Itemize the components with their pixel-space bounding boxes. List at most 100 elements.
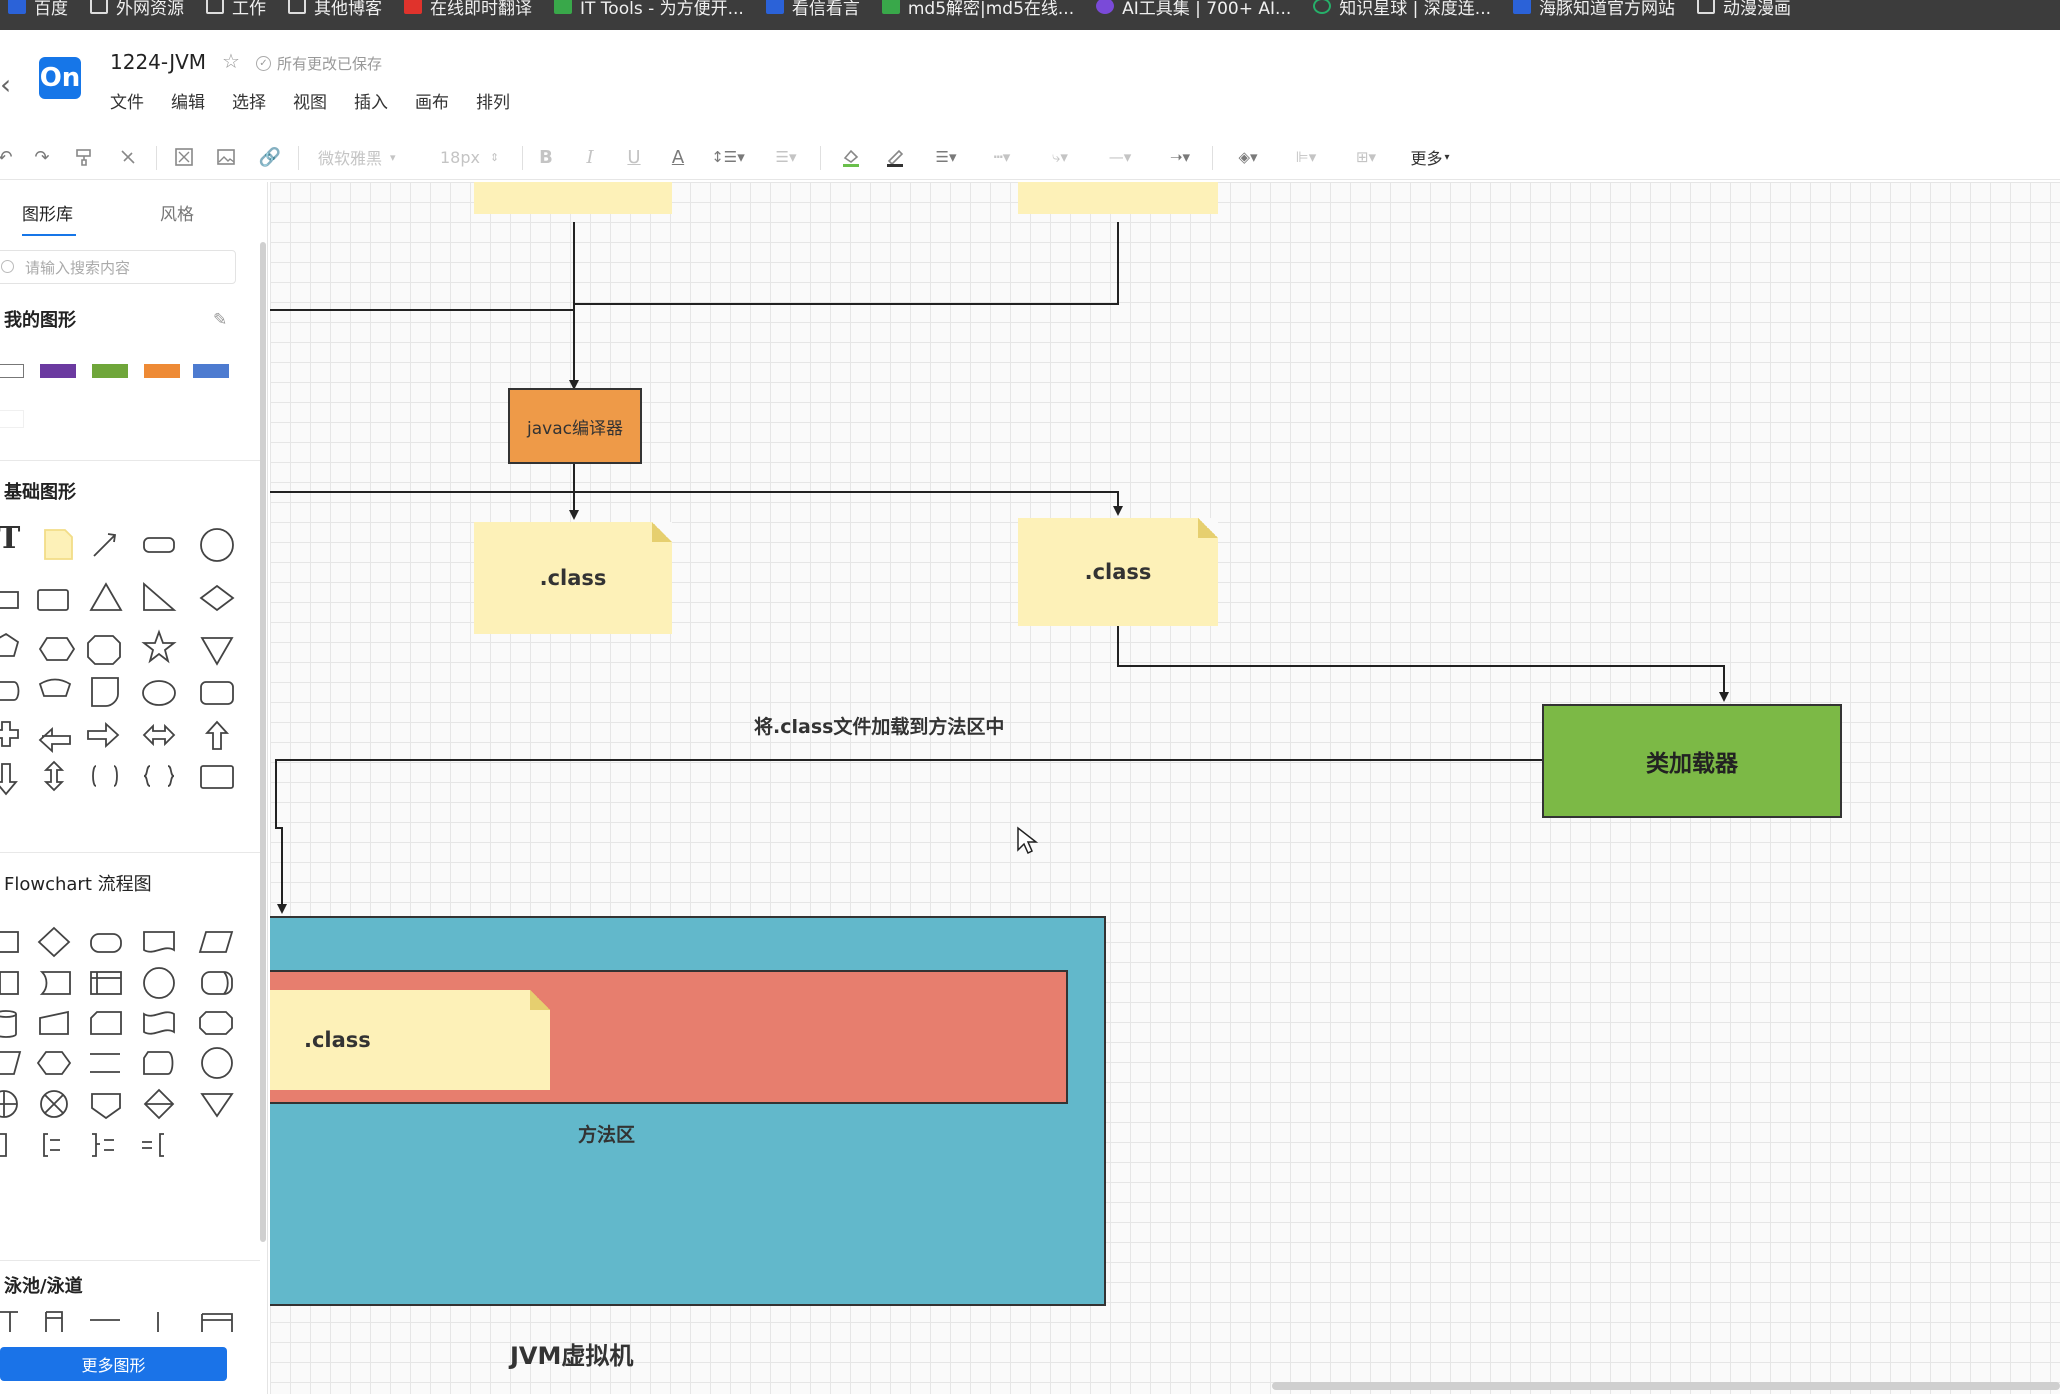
class-file-note-method-area[interactable]: .class <box>270 990 550 1090</box>
more-shapes-button[interactable]: 更多图形 <box>0 1347 227 1381</box>
layer-icon[interactable]: ◈▾ <box>1238 148 1258 166</box>
bookmark-item[interactable]: 海豚知道官方网站 <box>1513 0 1675 19</box>
redo-icon[interactable]: ↷ <box>34 146 50 168</box>
bookmark-item[interactable]: 动漫漫画 <box>1697 0 1791 19</box>
class-file-note-left[interactable]: .class <box>474 522 672 634</box>
undo-icon[interactable]: ↶ <box>0 146 13 168</box>
distribute-icon[interactable]: ⊞▾ <box>1355 148 1377 166</box>
menu-select[interactable]: 选择 <box>232 93 266 113</box>
connectors-layer <box>270 222 1729 914</box>
italic-icon[interactable]: I <box>586 146 594 168</box>
diagram-canvas[interactable]: javac编译器 .class .class 将.class文件加载到方法区中 … <box>270 182 2060 1394</box>
bookmark-item[interactable]: md5解密|md5在线... <box>881 0 1075 19</box>
connector-type-icon[interactable]: ⤷▾ <box>1052 148 1068 166</box>
swatch-purple[interactable] <box>40 364 76 378</box>
back-arrow-icon[interactable]: ‹ <box>0 68 12 101</box>
connector-line[interactable] <box>574 222 1119 305</box>
search-icon <box>1 260 14 273</box>
horizontal-scrollbar[interactable] <box>1272 1382 2060 1390</box>
connector-loader-to-jvm[interactable] <box>275 759 1542 914</box>
check-circle-icon: ✓ <box>256 56 271 71</box>
folder-icon <box>90 0 108 14</box>
swatch-green[interactable] <box>92 364 128 378</box>
basic-shapes-grid[interactable]: T <box>0 512 242 812</box>
connector-to-class-right[interactable] <box>270 491 1123 516</box>
align-shapes-icon[interactable]: ⊫▾ <box>1295 148 1317 166</box>
edit-icon[interactable]: ✎ <box>213 310 228 330</box>
page-fold-icon <box>530 990 550 1010</box>
font-color-icon[interactable]: A <box>671 146 685 168</box>
active-tab-indicator <box>22 234 76 236</box>
insert-shape-icon[interactable] <box>172 144 196 170</box>
load-description-text[interactable]: 将.class文件加载到方法区中 <box>754 716 1005 738</box>
toolbar-divider <box>1212 146 1213 170</box>
toolbar: ↶ ↷ 🔗 微软雅黑▾ 18px⇕ B I U A ↕☰▾ ☰▾ ☰▾ ┅▾ ⤷… <box>0 136 2060 180</box>
jvm-container[interactable]: .class 方法区 <box>270 916 1106 1306</box>
more-button[interactable]: 更多▾ <box>1402 144 1458 170</box>
font-family-select[interactable]: 微软雅黑▾ <box>318 144 418 170</box>
swatch-white[interactable] <box>0 364 24 378</box>
bookmark-icon <box>881 0 900 14</box>
note-top-right[interactable] <box>1018 182 1218 214</box>
bookmark-item[interactable]: AI工具集 | 700+ AI... <box>1096 0 1291 19</box>
javac-compiler-node[interactable]: javac编译器 <box>508 388 642 464</box>
swatch-blue[interactable] <box>193 364 229 378</box>
bookmark-item[interactable]: IT Tools - 为方便开... <box>554 0 744 19</box>
menu-arrange[interactable]: 排列 <box>476 93 510 113</box>
shape-search-input[interactable]: 请输入搜索内容 <box>0 250 236 284</box>
document-title[interactable]: 1224-JVM <box>110 50 207 74</box>
swatch-orange[interactable] <box>144 364 180 378</box>
menu-bar: 文件 编辑 选择 视图 插入 画布 排列 <box>110 88 537 113</box>
method-area-box[interactable]: .class <box>270 970 1068 1104</box>
svg-text:T: T <box>0 521 21 556</box>
line-height-icon[interactable]: ↕☰▾ <box>711 148 745 166</box>
line-width-icon[interactable]: ☰▾ <box>935 148 957 166</box>
bookmark-item[interactable]: 百度 <box>8 0 68 19</box>
more-label: 更多 <box>1410 149 1443 168</box>
format-painter-icon[interactable] <box>72 144 96 170</box>
bookmark-item[interactable]: 其他博客 <box>288 0 382 19</box>
jvm-label[interactable]: JVM虚拟机 <box>510 1342 634 1370</box>
star-icon[interactable]: ☆ <box>222 49 240 73</box>
class-loader-node[interactable]: 类加载器 <box>1542 704 1842 818</box>
underline-icon[interactable]: U <box>627 146 641 168</box>
bookmark-item[interactable]: 外网资源 <box>90 0 184 19</box>
insert-image-icon[interactable] <box>214 144 238 170</box>
bookmark-item[interactable]: 在线即时翻译 <box>404 0 532 19</box>
note-top-left[interactable] <box>474 182 672 214</box>
bookmark-label: 海豚知道官方网站 <box>1539 0 1676 19</box>
app-logo[interactable]: On <box>39 57 81 99</box>
menu-canvas[interactable]: 画布 <box>415 93 449 113</box>
font-size-select[interactable]: 18px⇕ <box>440 144 510 170</box>
connector-class-to-loader[interactable] <box>1117 626 1729 702</box>
line-start-icon[interactable]: —▾ <box>1108 148 1132 166</box>
bold-icon[interactable]: B <box>539 146 553 168</box>
line-end-icon[interactable]: ➝▾ <box>1169 148 1191 166</box>
bookmark-label: 看信看言 <box>791 0 860 19</box>
bookmark-label: 在线即时翻译 <box>430 0 532 19</box>
swatch-blank[interactable] <box>0 410 24 428</box>
bookmark-item[interactable]: 工作 <box>206 0 266 19</box>
clear-format-icon[interactable] <box>116 144 140 170</box>
bookmark-item[interactable]: 看信看言 <box>765 0 860 19</box>
menu-view[interactable]: 视图 <box>293 93 327 113</box>
bookmark-label: md5解密|md5在线... <box>907 0 1075 19</box>
fill-color-icon[interactable] <box>838 144 864 170</box>
sidebar-scrollbar[interactable] <box>260 242 266 1242</box>
font-family-value: 微软雅黑 <box>318 149 383 168</box>
toolbar-divider <box>522 146 523 170</box>
class-file-note-right[interactable]: .class <box>1018 518 1218 626</box>
swimlane-shapes-grid[interactable] <box>0 1306 242 1336</box>
tab-style[interactable]: 风格 <box>160 205 194 225</box>
menu-file[interactable]: 文件 <box>110 93 144 113</box>
menu-insert[interactable]: 插入 <box>354 93 388 113</box>
menu-edit[interactable]: 编辑 <box>171 93 205 113</box>
flowchart-shapes-grid[interactable] <box>0 902 242 1192</box>
line-style-icon[interactable]: ┅▾ <box>993 148 1011 166</box>
line-color-icon[interactable] <box>882 144 908 170</box>
page-fold-icon <box>652 522 672 542</box>
bookmark-item[interactable]: 知识星球 | 深度连... <box>1313 0 1491 19</box>
align-icon[interactable]: ☰▾ <box>775 148 797 166</box>
tab-shape-library[interactable]: 图形库 <box>22 205 73 225</box>
link-icon[interactable]: 🔗 <box>258 146 282 168</box>
